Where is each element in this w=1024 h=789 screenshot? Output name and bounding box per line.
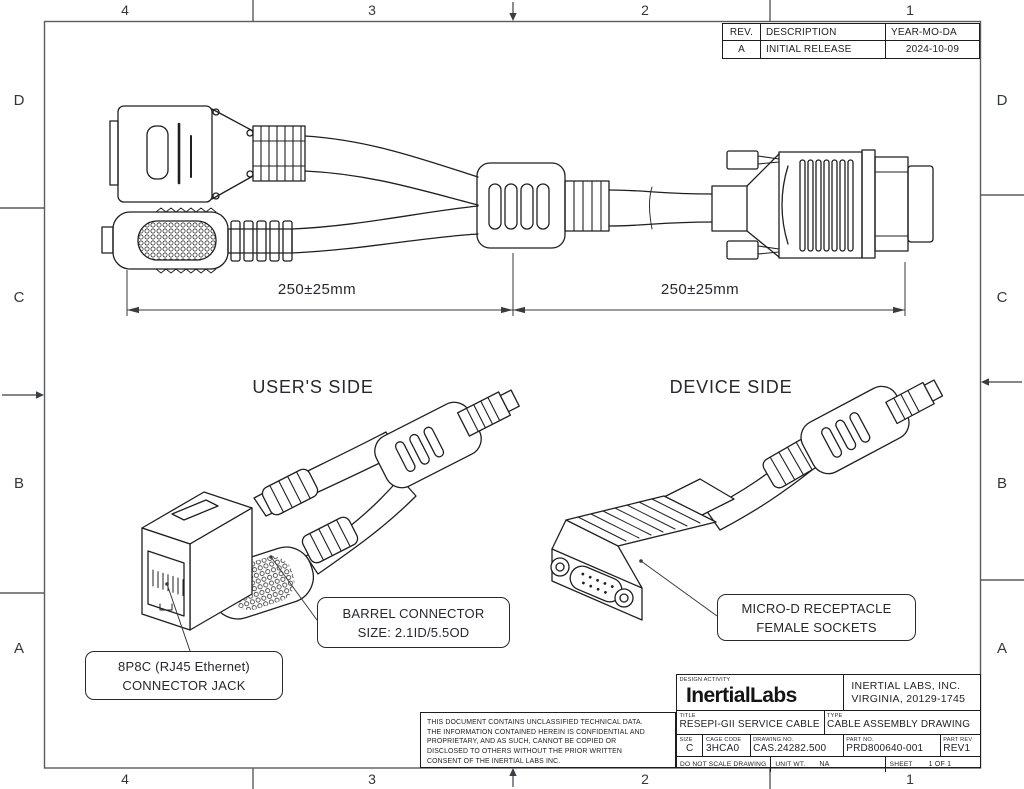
date-value: 2024-10-09 <box>905 44 960 55</box>
zone-col-top-2: 2 <box>641 2 649 18</box>
microd-connector-side-view <box>711 149 934 260</box>
zone-col-bottom-1: 1 <box>906 771 914 787</box>
description-header: DESCRIPTION <box>761 24 886 41</box>
callout-rj45-line2: CONNECTOR JACK <box>122 677 246 693</box>
revision-table: REV. DESCRIPTION YEAR-MO-DA A INITIAL RE… <box>722 23 980 59</box>
zone-row-left-a: A <box>13 640 24 657</box>
disclaimer-line4: DISCLOSED TO OTHERS WITHOUT THE PRIOR WR… <box>427 748 622 756</box>
microd-receptacle-iso <box>550 478 735 621</box>
drawing-no-label: DRAWING NO. <box>753 736 794 743</box>
callout-microd: MICRO-D RECEPTACLE FEMALE SOCKETS <box>717 594 916 641</box>
zone-row-left-b: B <box>13 475 24 492</box>
part-no-value: PRD800640-001 <box>846 743 924 754</box>
callout-rj45: 8P8C (RJ45 Ethernet) CONNECTOR JACK <box>85 651 283 700</box>
design-activity-label: DESIGN ACTIVITY <box>679 676 731 683</box>
strain-relief-iso-1 <box>261 468 319 516</box>
inertial-labs-logo: InertialLabs <box>686 683 797 707</box>
callout-barrel-line2: SIZE: 2.1ID/5.5OD <box>357 624 470 640</box>
strain-relief-iso-2 <box>301 516 359 564</box>
leader-lines <box>165 555 718 652</box>
callout-barrel: BARREL CONNECTOR SIZE: 2.1ID/5.5OD <box>317 597 510 648</box>
title-value: RESEPI-GII SERVICE CABLE <box>679 719 820 730</box>
ferrite-iso-device <box>800 385 910 475</box>
zone-row-right-c: C <box>996 289 1008 306</box>
size-value: C <box>686 743 694 754</box>
drawing-no-cell: DRAWING NO. CAS.24282.500 <box>751 735 844 756</box>
type-label: TYPE <box>827 712 843 719</box>
dimension-label-left: 250±25mm <box>277 281 357 298</box>
size-label: SIZE <box>679 736 693 743</box>
company-name: INERTIAL LABS, INC. <box>851 680 961 692</box>
rj45-jack-iso <box>141 491 253 631</box>
zone-col-top-1: 1 <box>906 2 914 18</box>
drawing-no-value: CAS.24282.500 <box>753 743 827 754</box>
part-rev-cell: PART REV REV1 <box>941 735 980 756</box>
dimension-lines <box>126 253 906 316</box>
dimension-label-right: 250±25mm <box>660 281 740 298</box>
unit-wt-cell: UNIT WT. NA <box>771 757 886 772</box>
zone-row-left-c: C <box>13 289 25 306</box>
part-rev-label: PART REV <box>943 736 973 743</box>
unit-wt-label: UNIT WT. <box>775 761 806 768</box>
cable-side-view <box>101 105 934 274</box>
scale-note-cell: DO NOT SCALE DRAWING <box>677 757 772 772</box>
rev-value: A <box>723 41 761 58</box>
sheet-value: 1 OF 1 <box>928 761 952 768</box>
callout-microd-line2: FEMALE SOCKETS <box>756 619 877 635</box>
unit-wt-value: NA <box>819 761 830 768</box>
disclaimer-line2: THE INFORMATION CONTAINED HEREIN IS CONF… <box>427 728 645 736</box>
threaded-stub-iso-user <box>456 389 520 437</box>
rj45-connector-side-view <box>109 105 306 203</box>
cage-code-cell: CAGE CODE 3HCA0 <box>703 735 751 756</box>
zone-col-top-4: 4 <box>121 2 129 18</box>
zone-row-left-d: D <box>13 92 25 109</box>
threaded-stub-iso-device <box>885 379 944 425</box>
title-cell: TITLE RESEPI-GII SERVICE CABLE <box>677 711 825 734</box>
disclaimer-line3: PROPRIETARY, AND AS SUCH, CANNOT BE COPI… <box>427 738 617 746</box>
type-cell: TYPE CABLE ASSEMBLY DRAWING <box>825 711 980 734</box>
zone-col-bottom-3: 3 <box>368 771 376 787</box>
sheet-label: SHEET <box>889 761 913 768</box>
callout-barrel-line1: BARREL CONNECTOR <box>342 605 485 621</box>
type-value: CABLE ASSEMBLY DRAWING <box>827 719 971 730</box>
cage-code-label: CAGE CODE <box>705 736 742 743</box>
rev-header: REV. <box>723 24 761 41</box>
company-address: VIRGINIA, 20129-1745 <box>851 693 966 705</box>
title-label: TITLE <box>679 712 696 719</box>
cage-code-value: 3HCA0 <box>705 743 740 754</box>
zone-row-right-b: B <box>996 475 1007 492</box>
device-side-label: DEVICE SIDE <box>669 377 793 397</box>
user-side-label: USER'S SIDE <box>252 377 374 397</box>
part-no-label: PART NO. <box>846 736 874 743</box>
zone-row-right-a: A <box>996 640 1007 657</box>
size-cell: SIZE C <box>677 735 704 756</box>
part-rev-value: REV1 <box>943 743 971 754</box>
company-cell: INERTIAL LABS, INC. VIRGINIA, 20129-1745 <box>844 675 980 710</box>
y-splitter-side-view <box>476 162 610 249</box>
sheet-cell: SHEET 1 OF 1 <box>886 757 980 772</box>
zone-col-bottom-2: 2 <box>641 771 649 787</box>
disclaimer-line5: CONSENT OF THE INERTIAL LABS INC. <box>427 757 561 765</box>
disclaimer-line1: THIS DOCUMENT CONTAINS UNCLASSIFIED TECH… <box>427 719 643 726</box>
title-block: DESIGN ACTIVITY InertialLabs INERTIAL LA… <box>676 674 981 772</box>
iso-device-side <box>550 379 944 621</box>
zone-col-bottom-4: 4 <box>121 771 129 787</box>
barrel-connector-side-view <box>101 207 293 274</box>
zone-col-top-3: 3 <box>368 2 376 18</box>
scale-note: DO NOT SCALE DRAWING <box>680 761 767 768</box>
iso-user-side <box>141 389 520 631</box>
zone-row-right-d: D <box>996 92 1008 109</box>
description-value: INITIAL RELEASE <box>761 41 886 58</box>
design-activity-cell: DESIGN ACTIVITY InertialLabs <box>677 675 845 710</box>
callout-microd-line1: MICRO-D RECEPTACLE <box>741 600 892 616</box>
part-no-cell: PART NO. PRD800640-001 <box>844 735 941 756</box>
date-header: YEAR-MO-DA <box>886 24 979 41</box>
callout-rj45-line1: 8P8C (RJ45 Ethernet) <box>118 658 250 674</box>
disclaimer-note: THIS DOCUMENT CONTAINS UNCLASSIFIED TECH… <box>420 712 676 768</box>
